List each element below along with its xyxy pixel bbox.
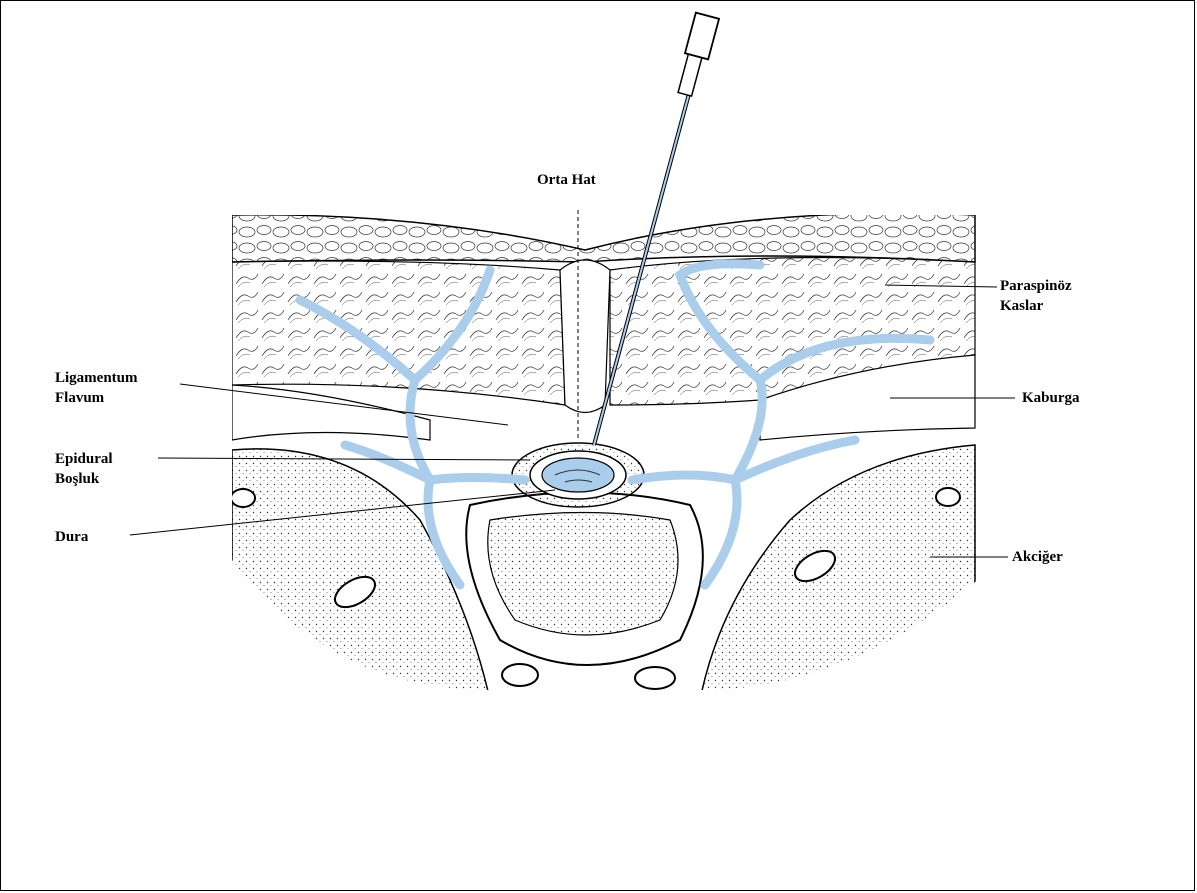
label-epidural-line2: Boşluk <box>55 469 113 489</box>
label-lung: Akciğer <box>1012 547 1063 567</box>
spinal-cord <box>542 458 614 492</box>
subcutaneous-layer <box>232 213 975 262</box>
label-midline: Orta Hat <box>537 170 596 190</box>
label-ligamentum-line2: Flavum <box>55 388 138 408</box>
anatomy-body <box>231 213 975 700</box>
label-rib: Kaburga <box>1022 388 1080 408</box>
label-dura: Dura <box>55 527 88 547</box>
label-epidural-line1: Epidural <box>55 449 113 469</box>
paraspinous-muscle-left <box>232 261 565 405</box>
label-paraspinous-line1: Paraspinöz <box>1000 276 1072 296</box>
label-ligamentum-flavum: Ligamentum Flavum <box>55 368 138 408</box>
label-paraspinous-muscles: Paraspinöz Kaslar <box>1000 276 1072 316</box>
spinous-process <box>560 260 610 413</box>
label-paraspinous-line2: Kaslar <box>1000 296 1072 316</box>
lung-right <box>700 445 975 700</box>
label-epidural-space: Epidural Boşluk <box>55 449 113 489</box>
label-ligamentum-line1: Ligamentum <box>55 368 138 388</box>
